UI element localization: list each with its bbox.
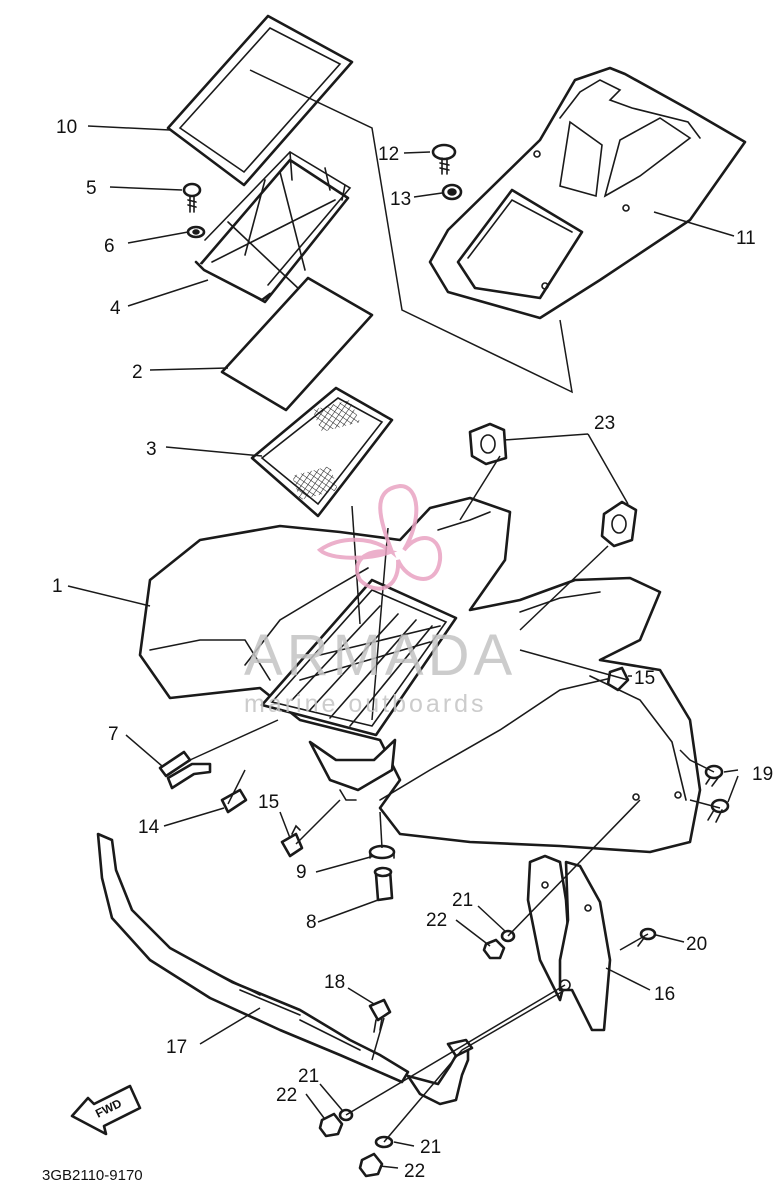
part-3-mesh-frame xyxy=(250,386,394,518)
watermark: ARMADA marine outboards xyxy=(244,483,516,718)
part-12-bolt xyxy=(431,143,457,175)
callout-14: 14 xyxy=(138,817,160,838)
part-16-guard-plate xyxy=(526,854,612,1032)
drawing-code: 3GB2110-9170 xyxy=(42,1167,143,1184)
part-23-damper-upper xyxy=(468,422,508,466)
part-19-bolt-b xyxy=(707,798,730,823)
part-4-cover-cage xyxy=(194,150,352,304)
part-11-front-cover xyxy=(428,66,747,320)
callout-16: 16 xyxy=(654,984,675,1005)
callout-21-c: 21 xyxy=(420,1137,441,1158)
fwd-arrow: FWD xyxy=(70,1084,142,1136)
callout-10: 10 xyxy=(56,117,77,138)
callout-18: 18 xyxy=(324,972,345,993)
callout-21-a: 21 xyxy=(452,890,473,911)
part-15-bolt-upper xyxy=(606,666,630,692)
watermark-tagline: marine outboards xyxy=(244,690,487,718)
callout-22-a: 22 xyxy=(426,910,447,931)
callout-2: 2 xyxy=(132,362,143,383)
part-15-bolt-lower xyxy=(280,824,304,858)
callout-3: 3 xyxy=(146,439,157,460)
callout-19: 19 xyxy=(752,764,773,785)
callout-17: 17 xyxy=(166,1037,187,1058)
part-22-nut-c xyxy=(358,1152,384,1178)
callout-13: 13 xyxy=(390,189,411,210)
part-22-nut-a xyxy=(482,938,506,960)
callout-labels: 10 12 13 5 6 4 11 2 3 23 1 15 7 19 14 15… xyxy=(52,117,773,1182)
part-22-nut-b xyxy=(318,1112,344,1138)
callout-23: 23 xyxy=(594,413,615,434)
callout-21-b: 21 xyxy=(298,1066,319,1087)
part-6-washer xyxy=(186,225,206,239)
part-2-filter-element xyxy=(220,276,374,412)
part-5-screw xyxy=(182,182,202,213)
part-7-breather-pipe xyxy=(158,750,212,790)
callout-5: 5 xyxy=(86,178,97,199)
callout-9: 9 xyxy=(296,862,307,883)
callout-20: 20 xyxy=(686,934,707,955)
leader-lines xyxy=(67,125,739,1169)
callout-12: 12 xyxy=(378,144,399,165)
callout-6: 6 xyxy=(104,236,115,257)
callout-7: 7 xyxy=(108,724,119,745)
callout-15-lower: 15 xyxy=(258,792,279,813)
callout-11: 11 xyxy=(736,228,756,249)
watermark-flower-icon xyxy=(316,483,443,591)
assembly-lines xyxy=(189,69,721,1143)
part-8-grommet xyxy=(373,866,394,902)
callout-22-c: 22 xyxy=(404,1161,425,1182)
part-13-nut xyxy=(441,183,463,201)
part-1-front-fender xyxy=(138,496,702,854)
callout-4: 4 xyxy=(110,298,121,319)
callout-1: 1 xyxy=(52,576,63,597)
part-10-seal-frame xyxy=(166,14,354,187)
callout-22-b: 22 xyxy=(276,1085,297,1106)
callout-15-upper: 15 xyxy=(634,668,655,689)
callout-8: 8 xyxy=(306,912,317,933)
part-17-bumper-bar xyxy=(96,832,474,1106)
part-23-damper-lower xyxy=(600,500,638,548)
part-18-bolt xyxy=(368,998,392,1033)
watermark-brand: ARMADA xyxy=(244,623,516,688)
